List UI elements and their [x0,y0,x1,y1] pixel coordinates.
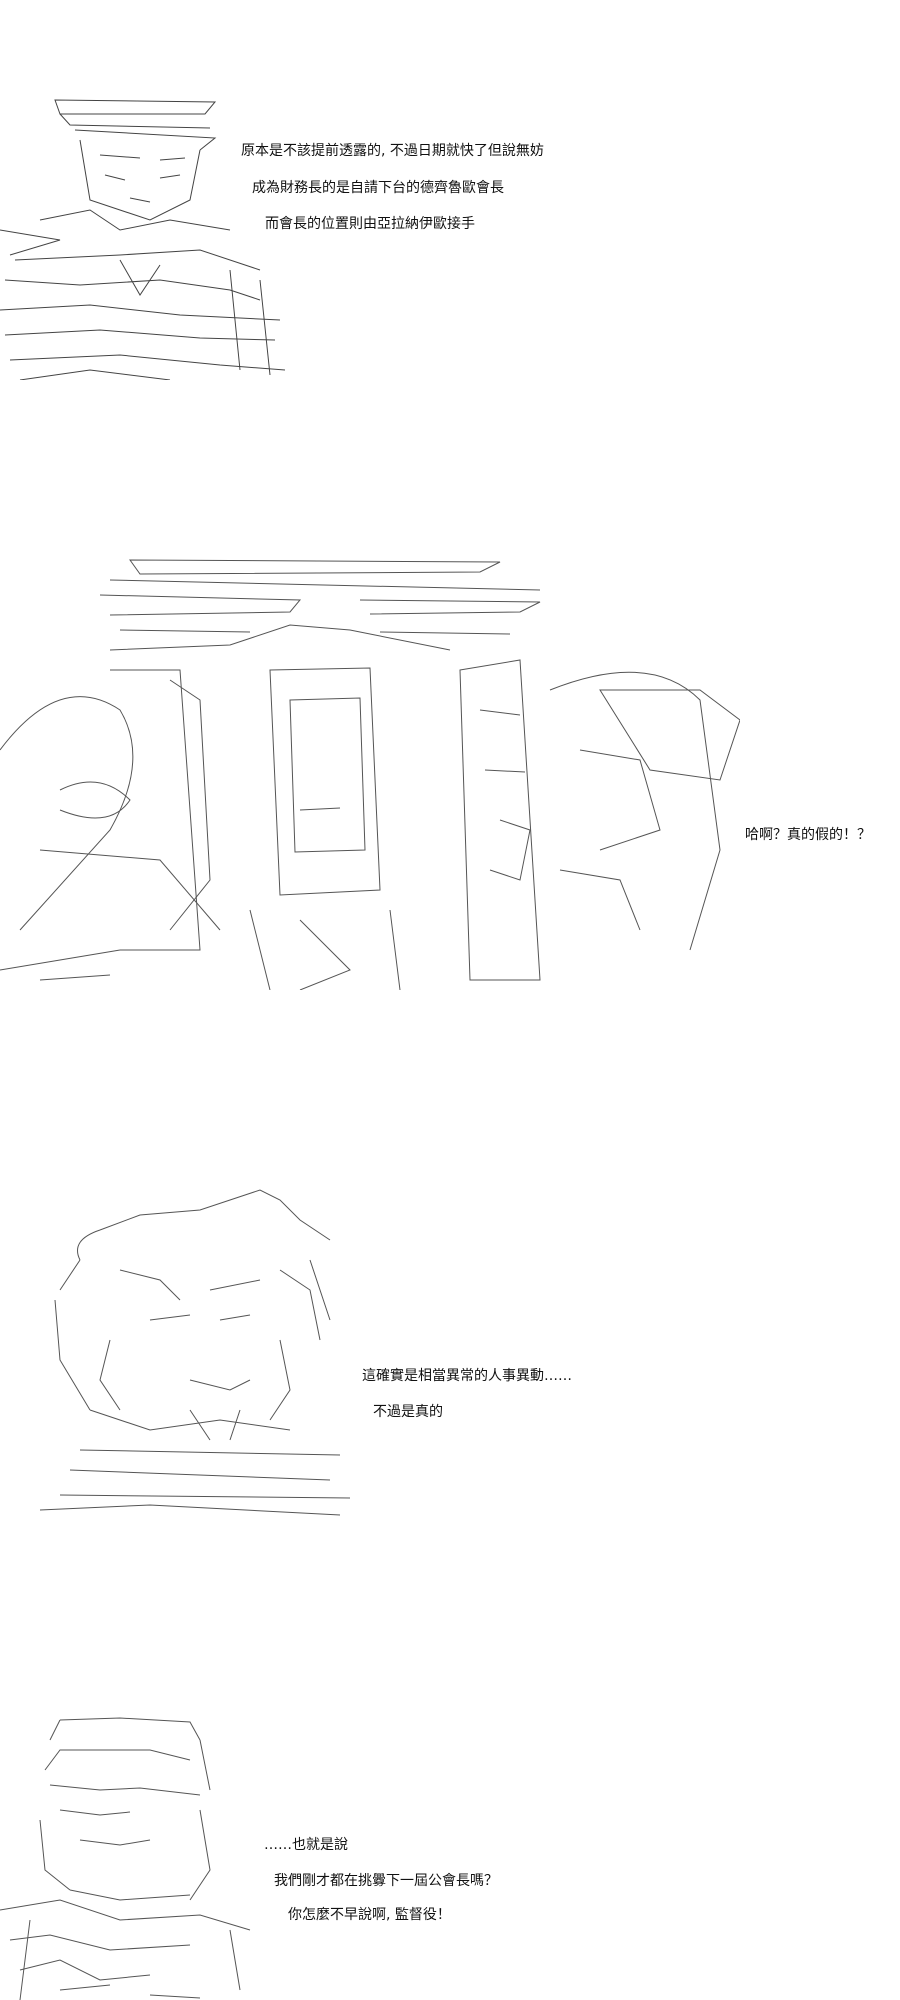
dialogue-line: 原本是不該提前透露的, 不過日期就快了但說無妨 [241,143,544,159]
dialogue-line: 而會長的位置則由亞拉納伊歐接手 [265,216,475,232]
dialogue-line: 這確實是相當異常的人事異動…… [362,1368,572,1384]
ascii-art-scene-2 [0,550,740,990]
dialogue-line: 我們剛才都在挑釁下一屆公會長嗎？ [274,1873,498,1889]
dialogue-line: 哈啊？真的假的！？ [745,827,871,843]
dialogue-line: 你怎麼不早說啊, 監督役！ [288,1907,451,1923]
ascii-art-character-1 [0,80,300,380]
dialogue-line: ……也就是說 [264,1837,348,1853]
ascii-art-character-3 [0,1180,360,1520]
dialogue-line: 成為財務長的是自請下台的德齊魯歐會長 [252,180,504,196]
ascii-art-character-4 [0,1700,260,2000]
dialogue-line: 不過是真的 [373,1404,443,1420]
